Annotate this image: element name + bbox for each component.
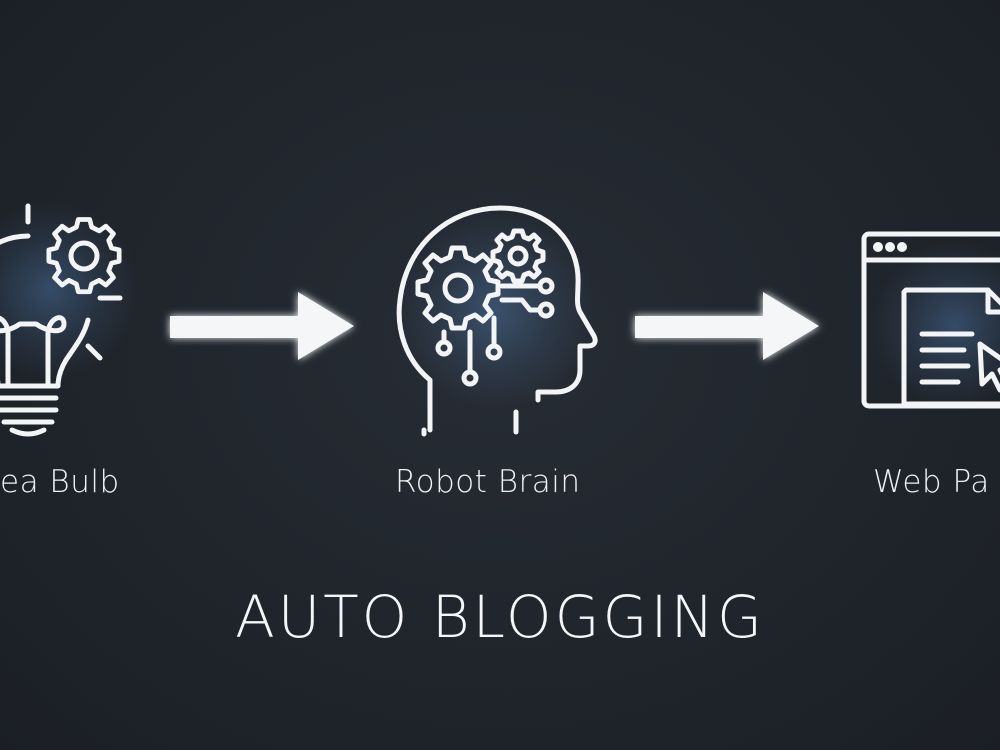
lightbulb-gear-icon [0,200,140,440]
stage-label-robot-brain: Robot Brain [395,464,581,500]
web-page-icon [860,230,1000,420]
diagram-title: AUTO BLOGGING [235,583,765,651]
stage-label-web-page: Web Pa [873,464,990,500]
stage-label-idea-bulb: ea Bulb [0,464,120,500]
arrow-right-icon [160,286,370,370]
robot-brain-icon [390,200,610,440]
arrow-right-icon [625,286,835,370]
